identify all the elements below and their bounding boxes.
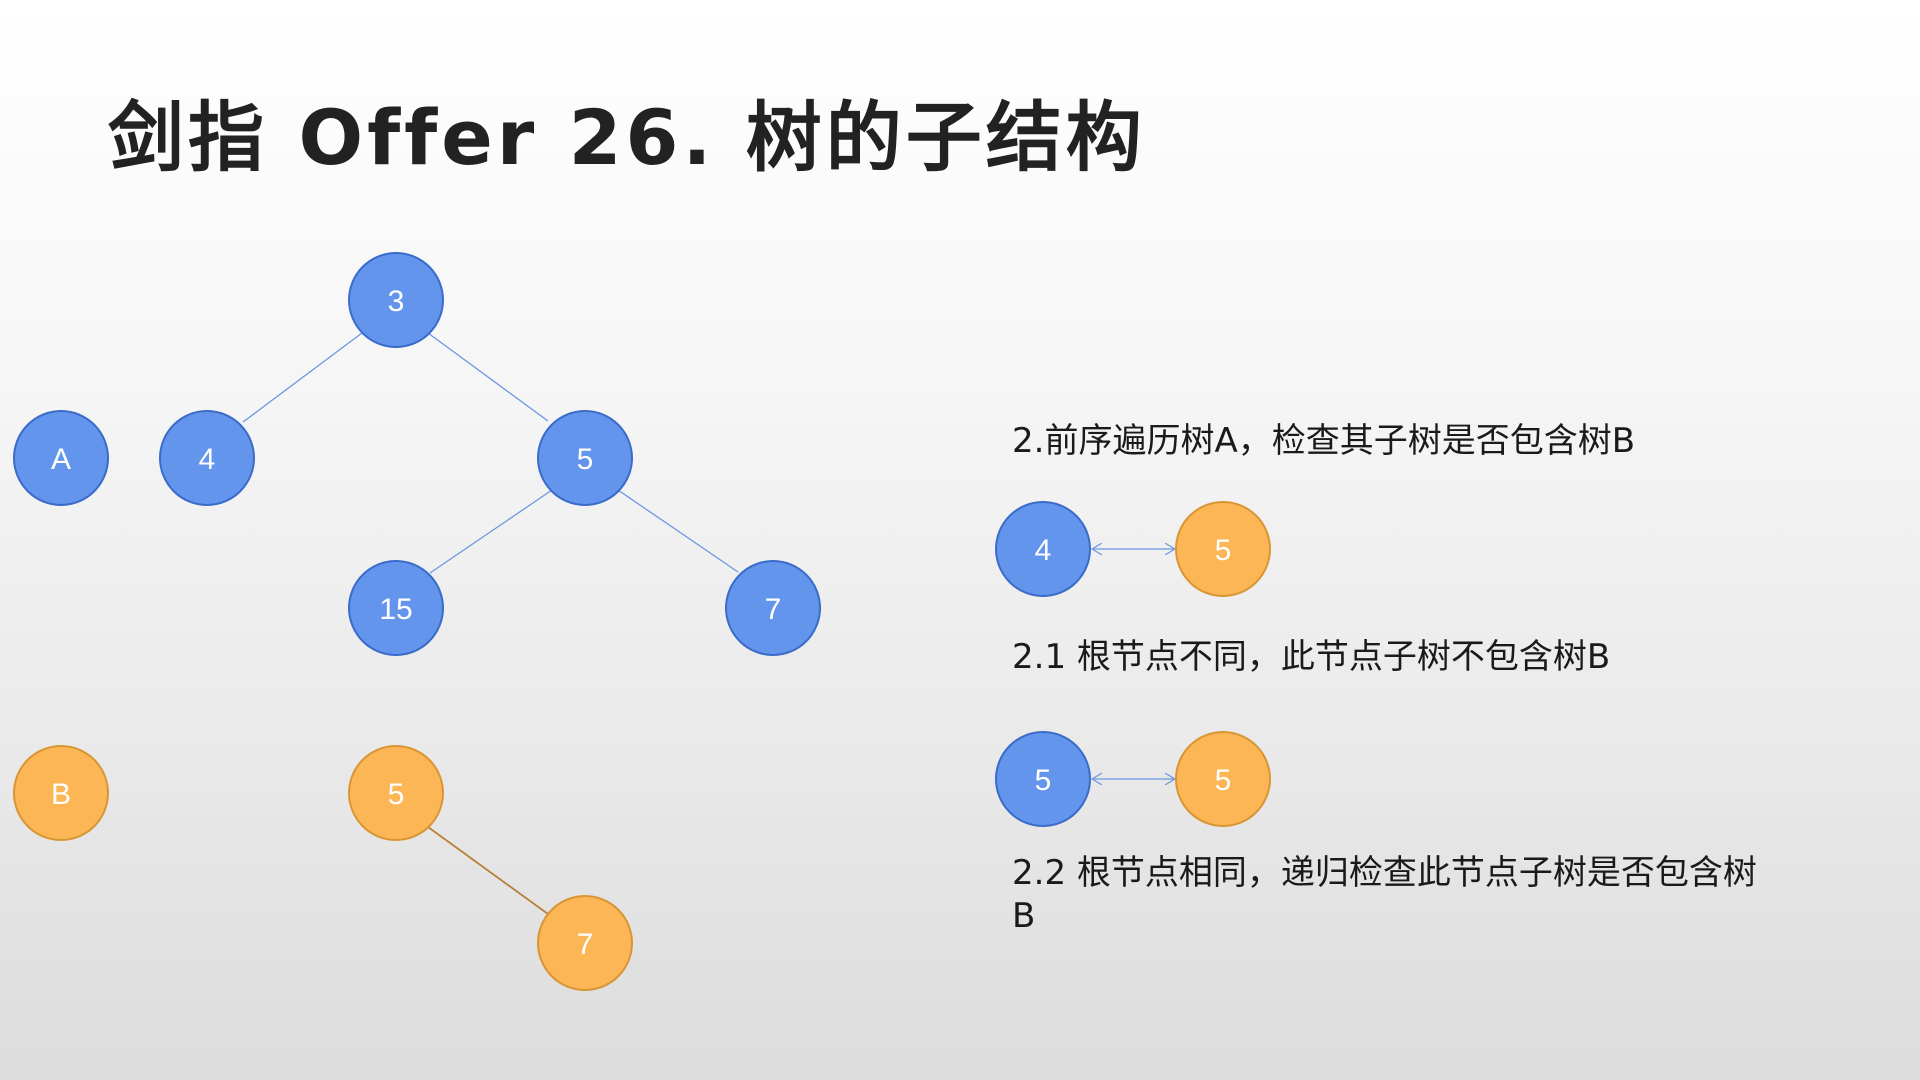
tree-b-tag: B [13,745,109,841]
edge-a5-a15 [429,489,553,574]
edge-a3-a4 [242,329,367,423]
node-a7: 7 [725,560,821,656]
node-b5-label: 5 [388,778,405,811]
step-2-text: 2.前序遍历树A，检查其子树是否包含树B [1012,421,1636,461]
node-a5-label: 5 [577,443,594,476]
compare-1: 4 5 [995,501,1271,597]
tree-b-tag-label: B [51,778,71,811]
node-a15-label: 15 [379,593,412,626]
node-a7-label: 7 [765,593,782,626]
node-b5: 5 [348,745,444,841]
node-a15: 15 [348,560,444,656]
node-a3: 3 [348,252,444,348]
step-2-1-text: 2.1 根节点不同，此节点子树不包含树B [1012,637,1611,677]
compare-2-left-label: 5 [1035,764,1052,797]
edge-b5-b7 [427,826,549,915]
edge-a5-a7 [617,489,739,573]
tree-a-edges [242,329,739,574]
compare-1-left-label: 4 [1035,534,1052,567]
node-a4: 4 [159,410,255,506]
edge-a3-a5 [427,332,549,422]
node-b7-label: 7 [577,928,594,961]
tree-a-tag-label: A [51,443,71,476]
slide-title: 剑指 Offer 26. 树的子结构 [108,93,1146,182]
compare-2-right-label: 5 [1215,764,1232,797]
tree-a-tag: A [13,410,109,506]
compare-2: 5 5 [995,731,1271,827]
node-a3-label: 3 [388,285,405,318]
step-2-2-text: 2.2 根节点相同，递归检查此节点子树是否包含树B [1012,853,1757,936]
node-a4-label: 4 [199,443,216,476]
compare-1-right-label: 5 [1215,534,1232,567]
node-b7: 7 [537,895,633,991]
node-a5: 5 [537,410,633,506]
